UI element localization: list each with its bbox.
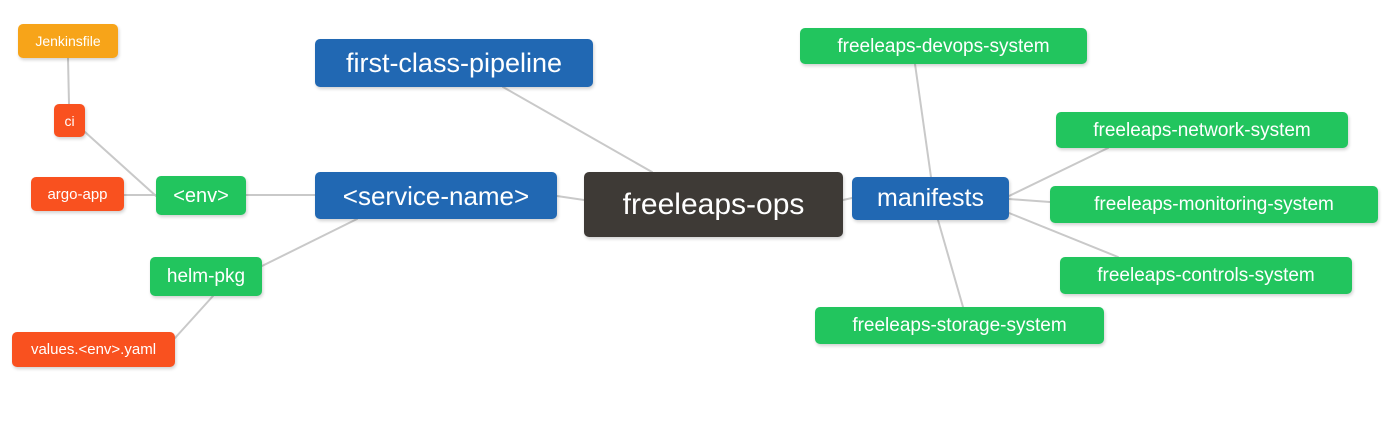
edge-manifests-to-freeleaps-storage-system	[937, 219, 964, 308]
node-label-env: <env>	[173, 184, 229, 207]
node-freeleaps-controls-system[interactable]: freeleaps-controls-system	[1060, 257, 1352, 294]
node-label-freeleaps-ops: freeleaps-ops	[622, 187, 805, 221]
edge-helm-pkg-to-service-name	[261, 218, 358, 267]
node-label-values-env-yaml: values.<env>.yaml	[30, 341, 157, 358]
edge-jenkinsfile-to-ci	[67, 57, 70, 105]
edge-freeleaps-ops-to-manifests	[842, 197, 853, 201]
node-label-helm-pkg: helm-pkg	[166, 266, 246, 287]
node-helm-pkg[interactable]: helm-pkg	[150, 257, 262, 296]
node-argo-app[interactable]: argo-app	[31, 177, 124, 211]
node-label-freeleaps-devops-system: freeleaps-devops-system	[837, 35, 1050, 57]
node-freeleaps-network-system[interactable]: freeleaps-network-system	[1056, 112, 1348, 148]
node-first-class-pipeline[interactable]: first-class-pipeline	[315, 39, 593, 87]
node-ci[interactable]: ci	[54, 104, 85, 137]
node-freeleaps-storage-system[interactable]: freeleaps-storage-system	[815, 307, 1104, 344]
node-label-argo-app: argo-app	[47, 185, 108, 203]
node-label-service-name: <service-name>	[342, 180, 530, 211]
node-freeleaps-devops-system[interactable]: freeleaps-devops-system	[800, 28, 1087, 64]
node-jenkinsfile[interactable]: Jenkinsfile	[18, 24, 118, 58]
edge-service-name-to-freeleaps-ops	[556, 195, 585, 201]
node-label-ci: ci	[64, 112, 75, 129]
node-label-first-class-pipeline: first-class-pipeline	[345, 47, 563, 78]
edge-values-env-yaml-to-helm-pkg	[174, 295, 214, 339]
node-freeleaps-monitoring-system[interactable]: freeleaps-monitoring-system	[1050, 186, 1378, 223]
edge-first-class-pipeline-to-freeleaps-ops	[502, 86, 653, 173]
node-label-manifests: manifests	[877, 184, 984, 212]
node-service-name[interactable]: <service-name>	[315, 172, 557, 219]
edge-manifests-to-freeleaps-devops-system	[914, 63, 932, 178]
node-label-freeleaps-monitoring-system: freeleaps-monitoring-system	[1094, 194, 1334, 215]
node-env[interactable]: <env>	[156, 176, 246, 215]
node-values-env-yaml[interactable]: values.<env>.yaml	[12, 332, 175, 367]
node-label-freeleaps-controls-system: freeleaps-controls-system	[1097, 265, 1315, 286]
edge-manifests-to-freeleaps-monitoring-system	[1008, 198, 1051, 203]
node-label-freeleaps-network-system: freeleaps-network-system	[1093, 119, 1311, 141]
node-manifests[interactable]: manifests	[852, 177, 1009, 220]
node-freeleaps-ops[interactable]: freeleaps-ops	[584, 172, 843, 237]
node-label-freeleaps-storage-system: freeleaps-storage-system	[852, 315, 1067, 336]
node-label-jenkinsfile: Jenkinsfile	[35, 33, 101, 49]
